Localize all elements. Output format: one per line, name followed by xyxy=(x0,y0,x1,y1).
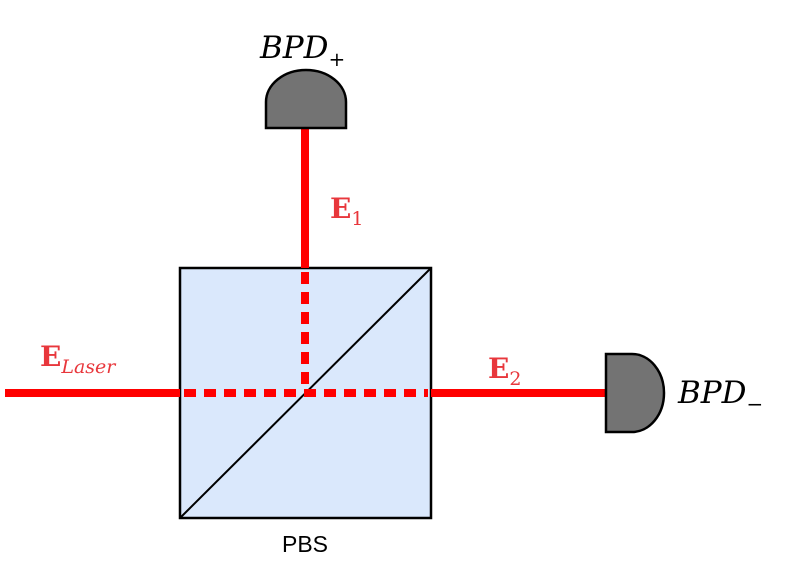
field-e1-label: E1 xyxy=(330,192,363,230)
pbs-label: PBS xyxy=(282,531,328,557)
detector-plus-icon xyxy=(264,68,348,130)
field-laser-label: ELaser xyxy=(40,340,117,378)
detector-minus-label: BPD− xyxy=(677,375,763,416)
field-e2-label: E2 xyxy=(488,352,521,390)
detector-minus-icon xyxy=(604,352,666,434)
detector-plus-label: BPD+ xyxy=(259,30,345,71)
